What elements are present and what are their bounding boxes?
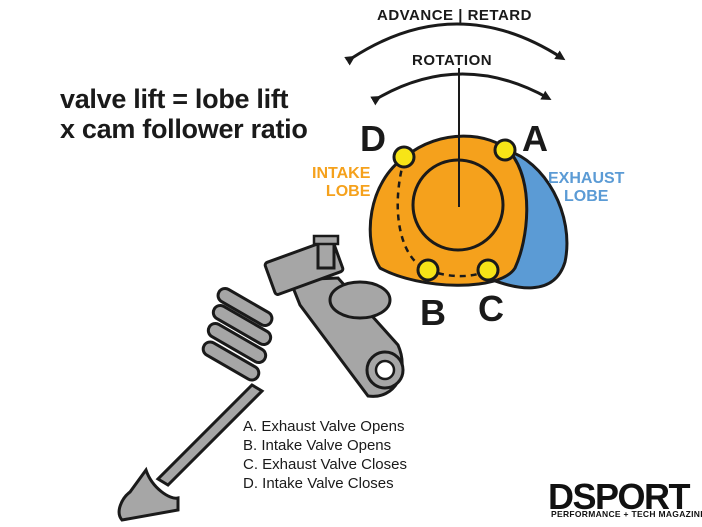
exhaust-lobe-label: EXHAUST LOBE [548,170,624,206]
dsport-tagline: PERFORMANCE + TECH MAGAZINE [551,509,702,519]
rocker-arm [287,276,405,398]
legend-item: B. Intake Valve Opens [243,437,392,454]
valve-stem [155,383,265,487]
point-a-marker [493,138,517,162]
advance-retard-arrow [344,22,566,66]
formula-text: valve lift = lobe lift x cam follower ra… [60,84,308,144]
valve-head [117,466,180,522]
point-d-marker [392,145,416,169]
point-c-label: C [478,288,504,329]
adjuster-screw [263,234,345,296]
advance-retard-label: ADVANCE | RETARD [377,7,532,24]
exhaust-lobe-label-line-1: EXHAUST [548,170,625,187]
legend-item: A. Exhaust Valve Opens [243,418,405,435]
intake-lobe-label-line-1: INTAKE [312,165,371,182]
point-d-label: D [360,118,386,159]
point-b-marker [416,258,440,282]
point-b-label: B [420,292,446,333]
intake-lobe-label-line-2: LOBE [325,183,371,200]
legend: A. Exhaust Valve Opens B. Intake Valve O… [243,417,407,493]
point-c-marker [476,258,500,282]
rotation-arrow [370,72,552,106]
exhaust-lobe-label-line-2: LOBE [564,188,609,205]
formula-line-1: valve lift = lobe lift [60,84,289,114]
rotation-label: ROTATION [412,52,493,69]
valve-spring [201,287,274,382]
intake-lobe-label: INTAKE LOBE [312,165,370,201]
formula-line-2: x cam follower ratio [60,114,308,144]
legend-item: D. Intake Valve Closes [243,475,394,492]
point-a-label: A [522,118,548,159]
dsport-logo: DSPORT [548,476,691,517]
legend-item: C. Exhaust Valve Closes [243,456,407,473]
